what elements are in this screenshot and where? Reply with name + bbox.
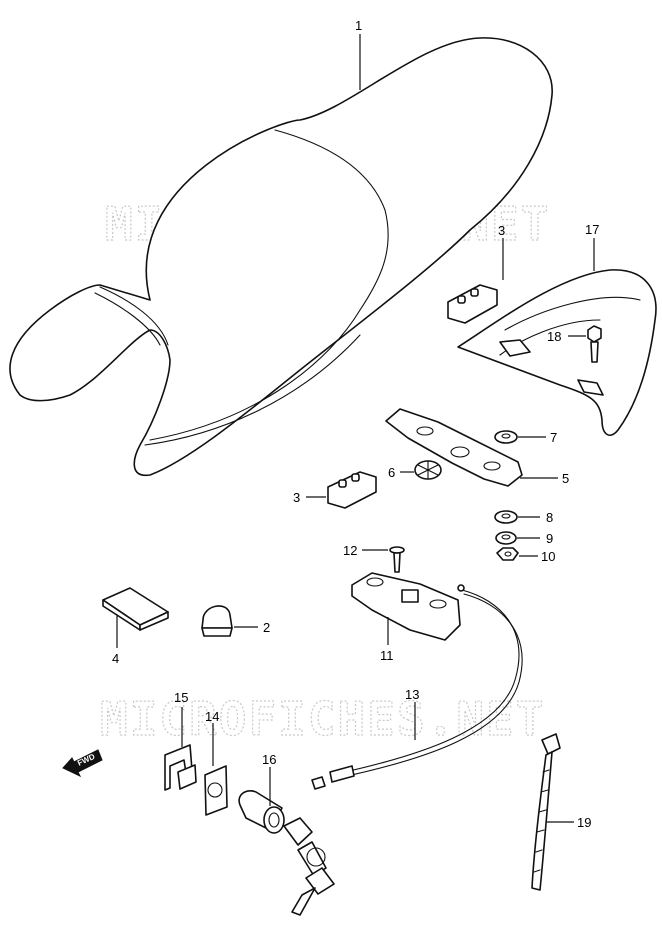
clip-part[interactable] bbox=[164, 744, 197, 791]
callout-17: 17 bbox=[585, 222, 599, 237]
callout-12: 12 bbox=[343, 543, 357, 558]
callout-13: 13 bbox=[405, 687, 419, 702]
callout-18: 18 bbox=[547, 329, 561, 344]
callout-9: 9 bbox=[546, 531, 553, 546]
seat-lock-cable-part[interactable] bbox=[311, 584, 523, 790]
nut-10-part[interactable] bbox=[496, 547, 519, 561]
seat-part[interactable] bbox=[9, 37, 553, 476]
bracket-plate-part[interactable] bbox=[385, 408, 523, 487]
bolt-18-part[interactable] bbox=[587, 325, 602, 363]
seat-lock-part[interactable] bbox=[351, 572, 461, 641]
cable-tie-part[interactable] bbox=[531, 733, 561, 891]
seat-tail-cover-part[interactable] bbox=[457, 269, 657, 436]
callout-19: 19 bbox=[577, 815, 591, 830]
lock-plate-part[interactable] bbox=[204, 765, 228, 816]
watermark-bottom: MICROFICHES.NET bbox=[100, 692, 545, 746]
callout-5: 5 bbox=[562, 471, 569, 486]
callout-10: 10 bbox=[541, 549, 555, 564]
callout-16: 16 bbox=[262, 752, 276, 767]
pad-part[interactable] bbox=[102, 587, 169, 631]
fwd-arrow-icon: FWD bbox=[62, 749, 103, 778]
callout-11: 11 bbox=[380, 648, 394, 663]
cap-nut-part[interactable] bbox=[201, 605, 233, 637]
callout-14: 14 bbox=[205, 709, 219, 724]
callout-8: 8 bbox=[546, 510, 553, 525]
lock-set-part[interactable] bbox=[238, 790, 335, 916]
washer-7-part[interactable] bbox=[494, 430, 518, 444]
callout-2: 2 bbox=[263, 620, 270, 635]
callout-7: 7 bbox=[550, 430, 557, 445]
screw-12-part[interactable] bbox=[389, 546, 405, 573]
grommet-part[interactable] bbox=[414, 460, 442, 480]
washer-9-part[interactable] bbox=[495, 531, 517, 545]
callout-1: 1 bbox=[355, 18, 362, 33]
callout-3b: 3 bbox=[293, 490, 300, 505]
cushion-lower-part[interactable] bbox=[327, 471, 377, 509]
callout-6: 6 bbox=[388, 465, 395, 480]
callout-15: 15 bbox=[174, 690, 188, 705]
cushion-upper-part[interactable] bbox=[447, 284, 498, 324]
washer-8-part[interactable] bbox=[494, 510, 518, 524]
callout-4: 4 bbox=[112, 651, 119, 666]
callout-3a: 3 bbox=[498, 223, 505, 238]
